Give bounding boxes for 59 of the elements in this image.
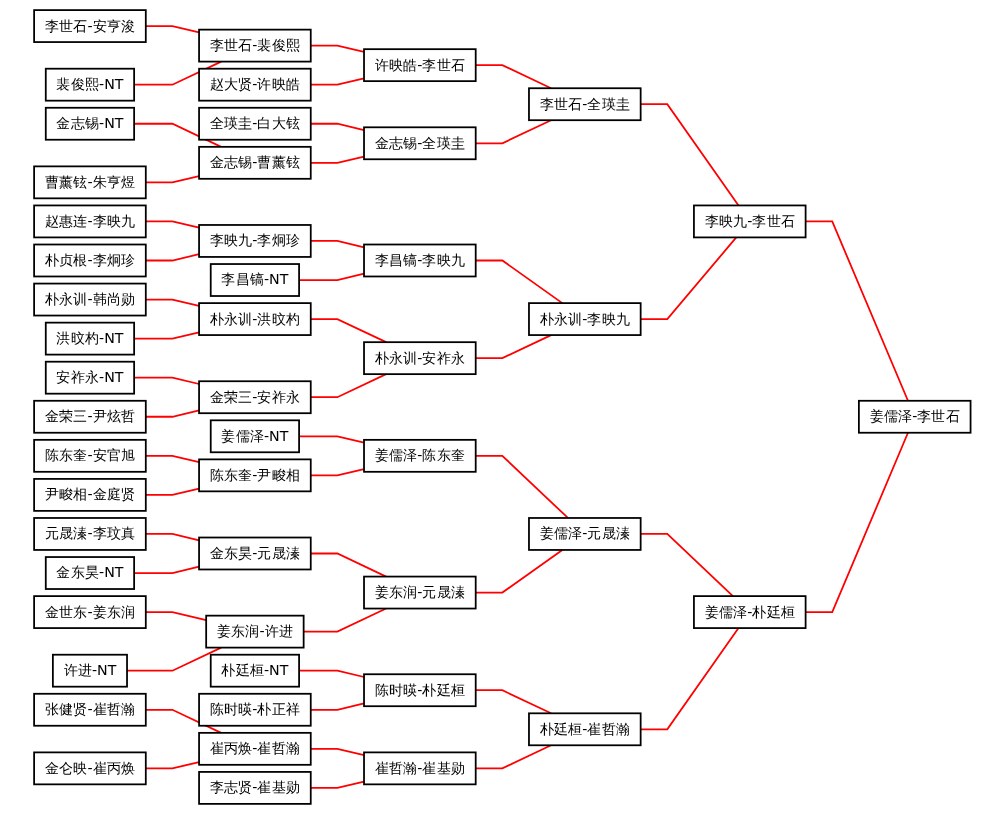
- node-box: 元晟溱-李玟真: [33, 516, 147, 551]
- node-box: 赵大贤-许映皓: [198, 67, 312, 102]
- node-box: 李映九-李炯珍: [198, 223, 312, 258]
- connector: [145, 174, 201, 183]
- node-box: 朴廷桓-NT: [210, 653, 301, 688]
- connector: [145, 708, 223, 734]
- connector: [145, 409, 201, 418]
- node-box: 朴廷桓-崔哲瀚: [528, 711, 642, 746]
- node-box: 陈东奎-安官旭: [33, 438, 147, 473]
- node-box: 金东昊-NT: [45, 555, 136, 590]
- node-box: 张健贤-崔哲瀚: [33, 692, 147, 727]
- node-box: 李世石-全瑛圭: [528, 86, 642, 121]
- node-box: 朴永训-安祚永: [363, 340, 477, 375]
- connector: [310, 552, 388, 577]
- node-box: 姜儒泽-朴廷桓: [693, 594, 807, 629]
- node-box: 陈时暎-朴廷桓: [363, 672, 477, 707]
- node-box: 赵惠连-李映九: [33, 204, 147, 238]
- node-box: 曹薰铉-朱亨煜: [33, 165, 147, 199]
- node-box: 朴贞根-李炯珍: [33, 243, 147, 277]
- node-box: 朴永训-李映九: [528, 301, 642, 336]
- node-box: 洪旼杓-NT: [45, 321, 136, 355]
- node-box: 金志锡-NT: [45, 106, 136, 141]
- node-box: 姜东润-元晟溱: [363, 575, 477, 609]
- node-box: 裴俊熙-NT: [45, 67, 136, 102]
- node-box: 金仑映-崔丙焕: [33, 751, 147, 785]
- node-box: 李志贤-崔基勋: [198, 770, 312, 805]
- node-box: 金荣三-尹炫哲: [33, 399, 147, 434]
- node-box: 许映皓-李世石: [363, 47, 477, 82]
- node-box: 朴永训-洪旼杓: [198, 301, 312, 336]
- node-box: 全瑛圭-白大铉: [198, 106, 312, 141]
- connector: [145, 760, 201, 769]
- node-box: 金世东-姜东润: [33, 594, 147, 629]
- node-box: 金志锡-曹薰铉: [198, 145, 312, 180]
- node-box: 朴永训-韩尚勋: [33, 282, 147, 316]
- node-box: 许进-NT: [52, 653, 129, 688]
- node-box: 李昌镐-NT: [210, 262, 301, 297]
- node-box: 李昌镐-李映九: [363, 243, 477, 277]
- node-box: 李映九-李世石: [693, 204, 807, 238]
- node-box: 金荣三-安祚永: [198, 379, 312, 414]
- node-box: 金志锡-全瑛圭: [363, 125, 477, 160]
- node-box: 金东昊-元晟溱: [198, 536, 312, 570]
- connector: [145, 252, 201, 261]
- connector: [310, 372, 388, 398]
- connector: [310, 77, 366, 86]
- node-box: 姜儒泽-元晟溱: [528, 516, 642, 551]
- node-box: 姜儒泽-陈东奎: [363, 438, 477, 473]
- node-box: 李世石-安亨浚: [33, 8, 147, 43]
- node-box: 姜儒泽-李世石: [858, 399, 972, 434]
- node-box: 李世石-裴俊熙: [198, 28, 312, 62]
- connector: [310, 467, 366, 476]
- node-box: 姜儒泽-NT: [210, 418, 301, 453]
- node-box: 姜东润-许进: [205, 614, 305, 648]
- node-box: 尹畯相-金庭贤: [33, 477, 147, 512]
- node-box: 陈时暎-朴正祥: [198, 692, 312, 727]
- node-box: 崔哲瀚-崔基勋: [363, 751, 477, 785]
- node-box: 安祚永-NT: [45, 360, 136, 395]
- node-box: 崔丙焕-崔哲瀚: [198, 731, 312, 766]
- connector: [310, 702, 366, 711]
- node-box: 陈东奎-尹畯相: [198, 458, 312, 492]
